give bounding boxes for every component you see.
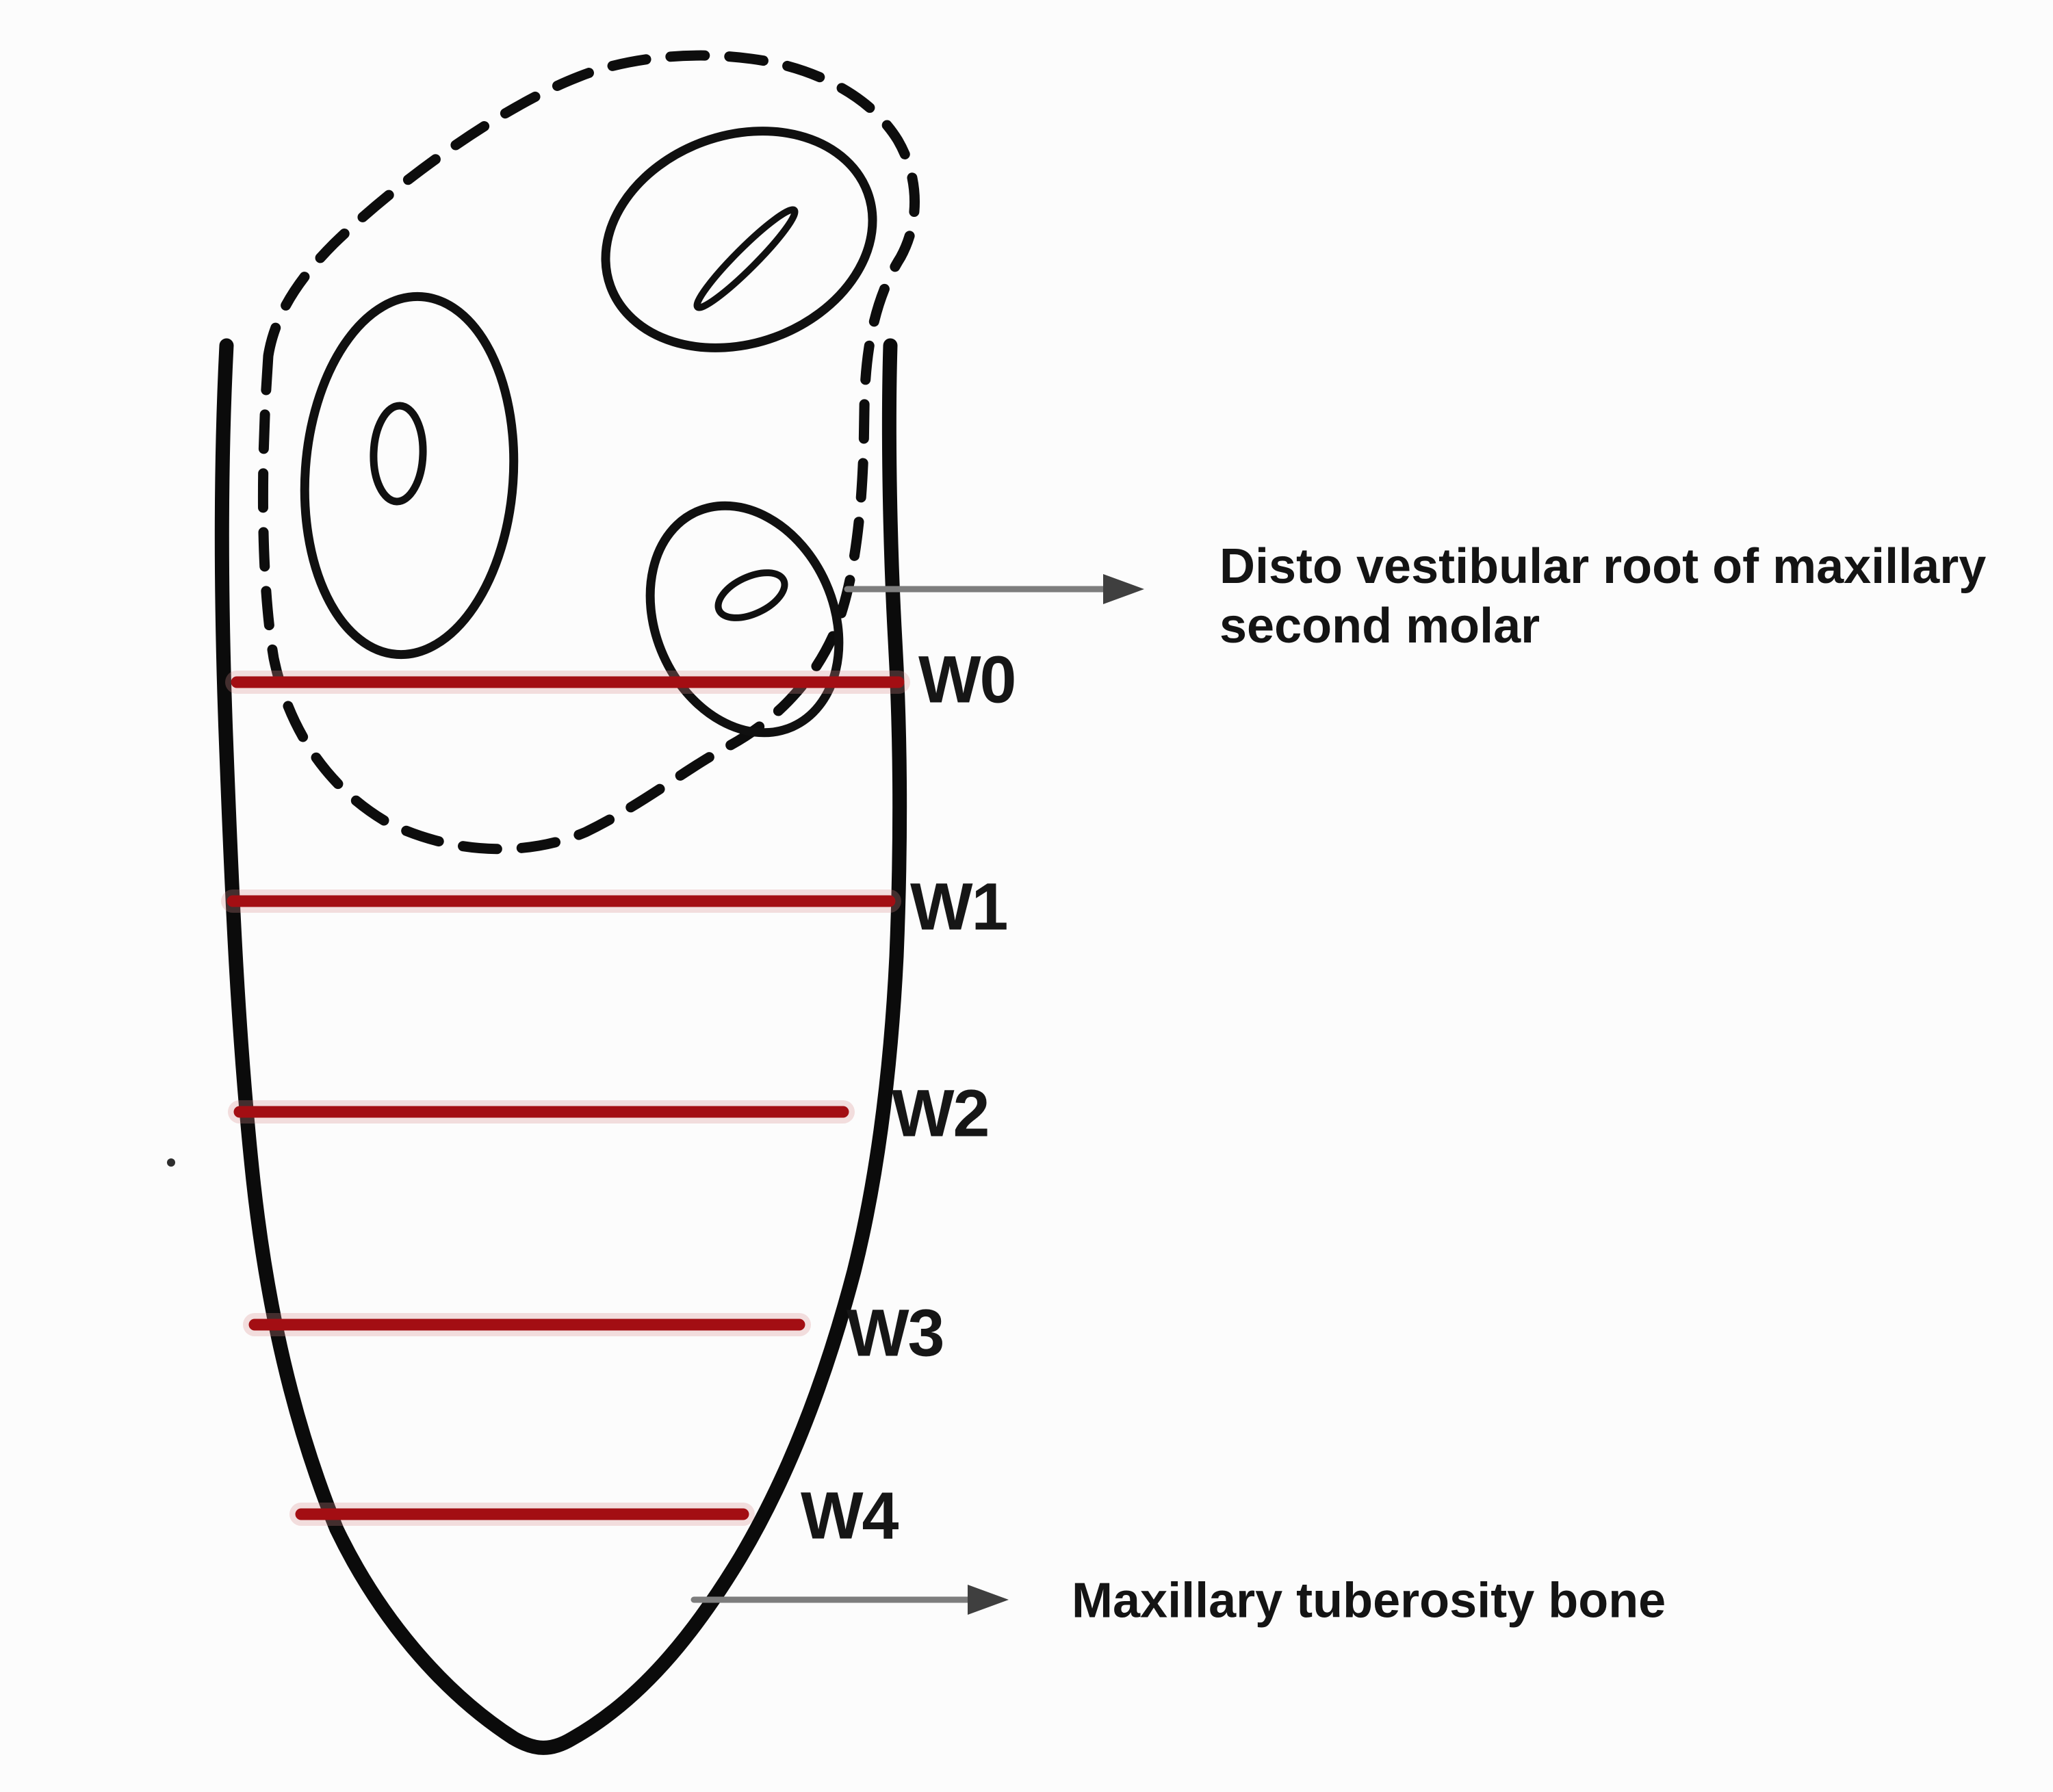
dashed-molar-outline xyxy=(257,50,920,855)
disto-root-arrow xyxy=(844,574,1144,604)
bone-outline xyxy=(214,338,907,1755)
marker-label-w2: W2 xyxy=(892,1076,990,1151)
marker-label-w0: W0 xyxy=(918,642,1016,717)
root-canal-distovestibular xyxy=(714,569,788,621)
disto-root-annotation: Disto vestibular root of maxillary secon… xyxy=(1219,537,1986,656)
tuberosity-annotation: Maxillary tuberosity bone xyxy=(1072,1573,1666,1628)
disto-root-arrowhead xyxy=(1103,574,1144,604)
disto-root-annotation-line1: Disto vestibular root of maxillary xyxy=(1219,539,1987,594)
root-section-top xyxy=(601,127,877,352)
marker-label-w3: W3 xyxy=(847,1295,944,1371)
tuberosity-arrowhead xyxy=(968,1585,1009,1615)
ink-speck xyxy=(167,1158,175,1167)
marker-label-w4: W4 xyxy=(801,1478,899,1553)
marker-line-halos xyxy=(221,671,910,1526)
root-section-distovestibular xyxy=(645,501,844,738)
tuberosity-arrow xyxy=(690,1585,1009,1615)
disto-root-annotation-line2: second molar xyxy=(1219,599,1540,653)
marker-label-w1: W1 xyxy=(910,869,1008,944)
root-canal-left xyxy=(370,402,427,506)
root-section-left xyxy=(300,291,519,660)
root-canal-top xyxy=(693,206,799,311)
